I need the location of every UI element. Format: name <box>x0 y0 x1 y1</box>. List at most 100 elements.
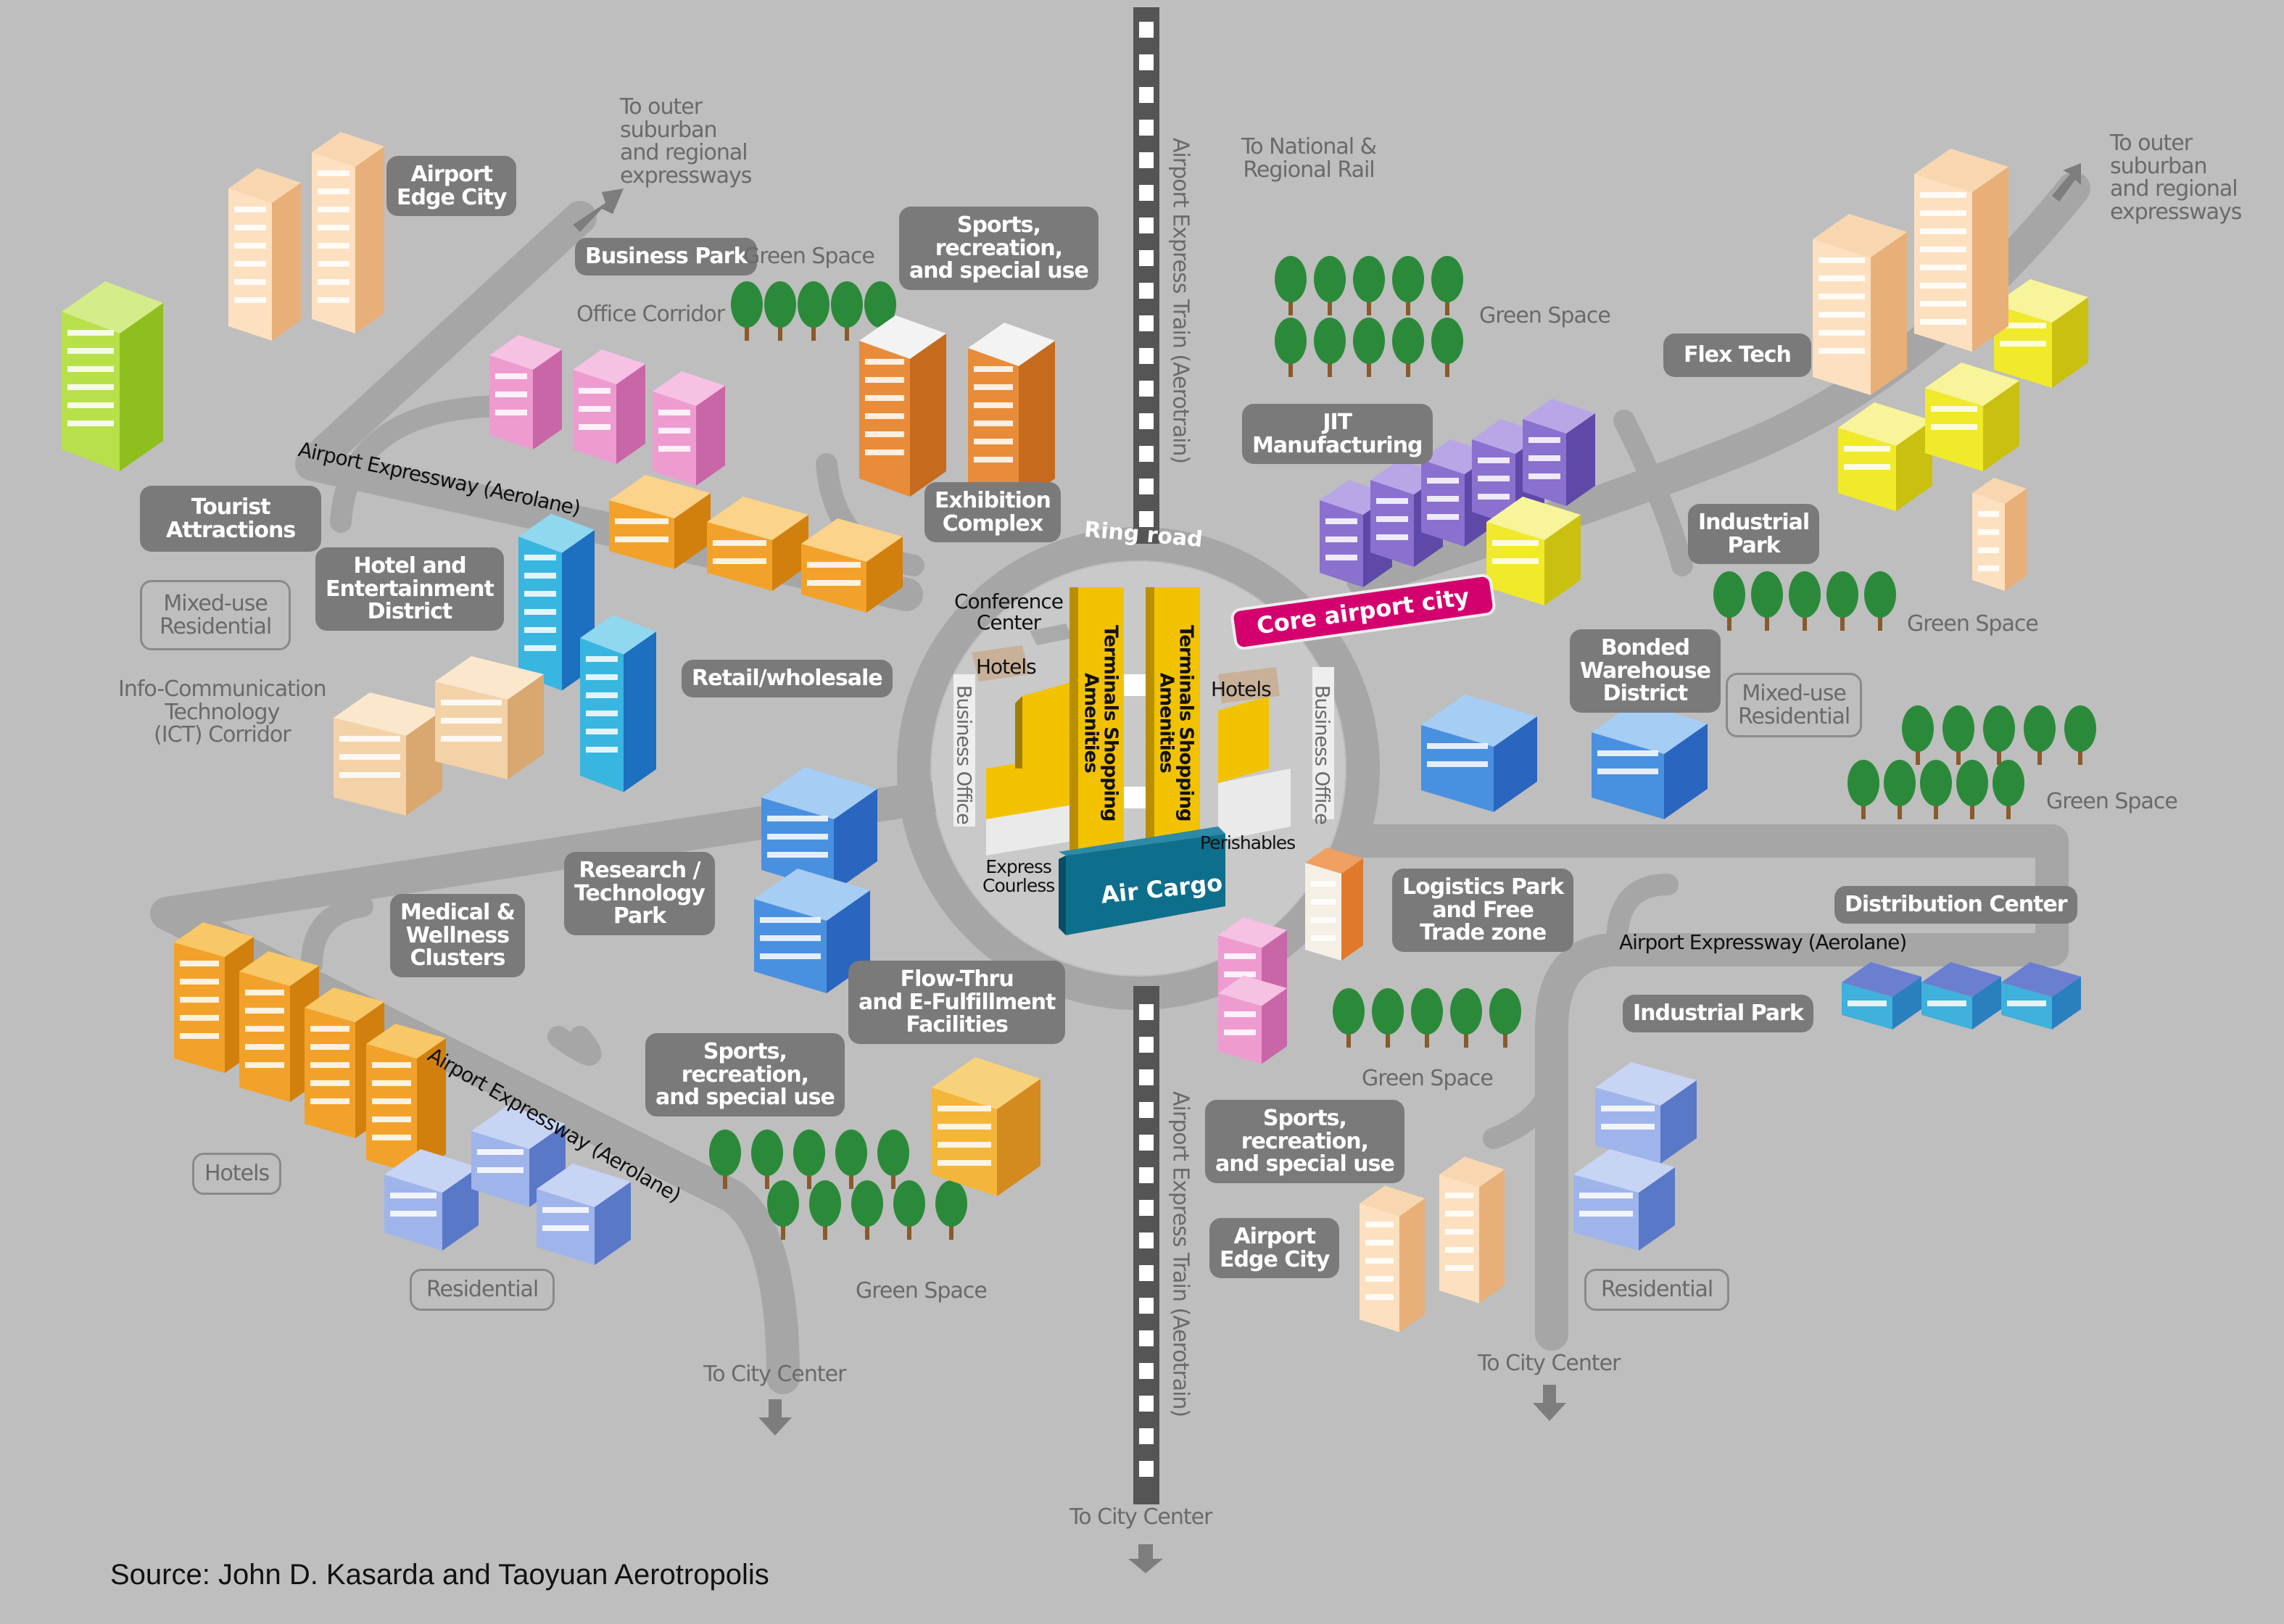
rail-tie <box>1139 87 1154 103</box>
rail-tie <box>1139 1232 1154 1248</box>
rail-tie <box>1139 1363 1154 1379</box>
tree-icon <box>851 1180 883 1240</box>
zone-retail-wholesale: Retail/wholesale <box>682 660 893 697</box>
rail-tie <box>1139 315 1154 331</box>
tree-icon <box>2024 705 2056 765</box>
building-residential <box>471 1106 566 1207</box>
tree-icon <box>731 281 763 341</box>
arrow-s-center-icon <box>1128 1544 1163 1573</box>
terminal-left-label: Terminals Shopping Amenities <box>1080 625 1122 821</box>
zone-mixed-use-residential-w: Mixed-use Residential <box>140 580 291 650</box>
tree-icon <box>809 1180 841 1240</box>
rail-tie <box>1139 22 1154 38</box>
zone-logistics-park: Logistics Park and Free Trade zone <box>1392 869 1574 952</box>
building-residential <box>537 1164 631 1265</box>
tree-icon <box>1450 988 1482 1048</box>
arrow-se-icon <box>1533 1385 1566 1421</box>
building-retail <box>801 518 903 613</box>
rail-tie <box>1139 1069 1154 1085</box>
zone-jit-manufacturing: JIT Manufacturing <box>1242 404 1433 464</box>
tree-icon <box>1942 705 1974 765</box>
rail-tie <box>1139 185 1154 201</box>
road-ne-branch <box>1613 410 1693 576</box>
zone-green-space-ne: Green Space <box>1479 303 1611 328</box>
road-nw-branch <box>330 395 518 533</box>
direction-city-center-sw: To City Center <box>703 1362 846 1387</box>
road-w-expressway <box>150 781 945 1394</box>
zone-green-space-s: Green Space <box>1362 1066 1494 1091</box>
tree-icon <box>793 1130 825 1189</box>
tree-icon <box>1431 318 1463 377</box>
ring-interior <box>932 562 1345 975</box>
direction-city-center-s: To City Center <box>1069 1504 1212 1530</box>
building-logistics-tower <box>1305 848 1363 961</box>
building-tower-green <box>62 281 163 471</box>
zone-hotels-sw: Hotels <box>192 1153 282 1195</box>
arrows <box>573 163 2081 1573</box>
tree-icon <box>1751 571 1783 631</box>
zone-green-space-e2: Green Space <box>2046 789 2178 814</box>
tree-icon <box>1275 256 1307 315</box>
building-office-pink <box>653 371 725 486</box>
tree-icon <box>1353 256 1385 315</box>
rail-tie <box>1139 283 1154 299</box>
tree-icon <box>1372 988 1404 1048</box>
building-edge-city-se <box>1360 1185 1425 1333</box>
rail-tie <box>1139 218 1154 233</box>
tree-icon <box>1333 988 1365 1048</box>
building-hotel <box>366 1024 446 1174</box>
rail-tie <box>1139 511 1154 527</box>
zone-airport-edge-city-se: Airport Edge City <box>1209 1218 1340 1278</box>
tree-icon <box>798 281 829 341</box>
building-flow-thru <box>932 1057 1040 1196</box>
tree-icon <box>2064 705 2096 765</box>
building-residential-ne <box>1972 478 2027 591</box>
rail-tie <box>1139 54 1154 70</box>
hotels-left-label: Hotels <box>976 655 1037 679</box>
air-cargo-building <box>1066 834 1225 935</box>
tree-icon <box>1864 571 1896 631</box>
rail-tie <box>1139 1135 1154 1151</box>
terminal-left <box>1069 587 1124 863</box>
building-research <box>761 767 877 892</box>
zone-flex-tech: Flex Tech <box>1663 334 1811 377</box>
terminal-right-label: Terminals Shopping Amenities <box>1155 625 1197 821</box>
rail-tie <box>1139 250 1154 266</box>
rail-tie <box>1139 1265 1154 1281</box>
business-office-left-label: Business Office <box>952 685 975 824</box>
tree-icon <box>1392 256 1424 315</box>
zone-medical-wellness: Medical & Wellness Clusters <box>390 894 525 977</box>
building-exhibition <box>968 323 1055 504</box>
arrow-nw-icon <box>573 188 624 232</box>
terminal-right <box>1146 587 1200 856</box>
tree-icon <box>1275 318 1307 377</box>
direction-outer-nw: To outer suburban and regional expresswa… <box>620 94 752 188</box>
zone-bonded-warehouse: Bonded Warehouse District <box>1570 629 1721 713</box>
arrow-sw-icon <box>758 1399 792 1436</box>
tree-icon <box>831 281 863 341</box>
tree-icon <box>1489 988 1521 1048</box>
building-residential-se <box>1595 1062 1697 1164</box>
building-ict <box>435 656 544 779</box>
perishables-label: Perishables <box>1200 832 1296 853</box>
road-se-branch <box>1483 1062 1563 1149</box>
hotels-right-label: Hotels <box>1211 677 1272 701</box>
zone-residential-se: Residential <box>1584 1269 1730 1311</box>
building-flex-tech <box>1914 149 2008 352</box>
direction-national-rail: To National & Regional Rail <box>1241 134 1377 183</box>
building-industrial-se <box>2001 962 2081 1030</box>
rail-tie <box>1139 1037 1154 1053</box>
tree-icon <box>1713 571 1745 631</box>
road-sw-branch <box>301 895 373 975</box>
rail-tie <box>1139 413 1154 429</box>
building-jit <box>1523 399 1595 506</box>
tree-icon <box>1353 318 1385 377</box>
tree-icon <box>893 1180 925 1240</box>
building-pink-s <box>1218 975 1287 1064</box>
business-office-right-label: Business Office <box>1310 685 1333 824</box>
rail-tie <box>1139 1004 1154 1020</box>
tree-icon <box>1956 760 1988 819</box>
tree-icon <box>835 1130 867 1189</box>
rail-line <box>1133 7 1159 1504</box>
